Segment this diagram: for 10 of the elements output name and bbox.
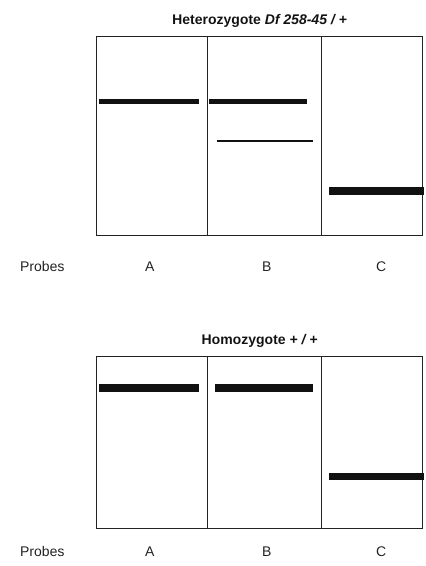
probe-label: A: [145, 258, 154, 274]
probe-label: A: [145, 543, 154, 559]
probe-label: C: [376, 543, 386, 559]
panel-heading: Heterozygote Df 258-45 / +: [171, 11, 348, 27]
probe-label: B: [262, 543, 272, 559]
probe-label: B: [262, 258, 272, 274]
row-label: Probes: [20, 258, 64, 274]
probe-label: C: [376, 258, 386, 274]
panel-heading: Homozygote + / +: [200, 331, 318, 347]
row-label: Probes: [20, 543, 64, 559]
